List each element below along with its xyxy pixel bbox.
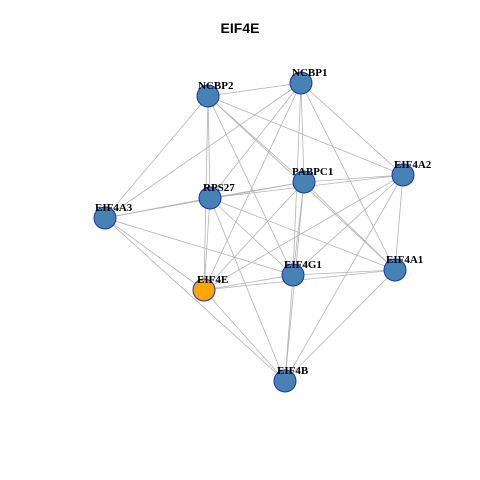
node-label: RPS27 (203, 182, 235, 194)
node-label: EIF4E (197, 274, 228, 286)
edge-ncbp1-eif4a1 (300, 82, 396, 271)
node-eif4a2: EIF4A2 (391, 159, 432, 187)
node-circle (383, 258, 407, 282)
node-rps27: RPS27 (198, 182, 235, 210)
node-label: EIF4A2 (394, 159, 432, 171)
edge-rps27-eif4b (209, 197, 286, 382)
node-eif4a1: EIF4A1 (383, 254, 423, 282)
node-circle (289, 71, 313, 95)
edges-layer (104, 82, 404, 382)
node-circle (192, 278, 216, 302)
edge-ncbp2-eif4a3 (104, 95, 209, 219)
node-circle (93, 206, 117, 230)
edge-eif4a1-eif4b (284, 269, 396, 382)
node-eif4a3: EIF4A3 (93, 202, 133, 230)
edge-ncbp2-pabpc1 (207, 95, 305, 183)
node-eif4b: EIF4B (273, 365, 309, 393)
edge-ncbp2-ncbp1 (207, 82, 302, 97)
edge-ncbp1-eif4a2 (300, 82, 404, 176)
edge-rps27-eif4a1 (209, 197, 396, 271)
node-label: PABPC1 (292, 166, 333, 178)
node-eif4e: EIF4E (192, 274, 228, 302)
node-label: EIF4A1 (386, 254, 423, 266)
edge-ncbp2-rps27 (207, 95, 211, 199)
node-label: EIF4B (277, 365, 309, 377)
node-label: EIF4G1 (284, 259, 322, 271)
edge-rps27-eif4g1 (209, 197, 294, 276)
node-circle (391, 163, 415, 187)
node-pabpc1: PABPC1 (292, 166, 333, 194)
edge-eif4g1-eif4a1 (292, 269, 396, 276)
edge-eif4a2-eif4a1 (394, 174, 404, 271)
edge-rps27-eif4e (203, 197, 211, 291)
node-label: NCBP1 (292, 67, 327, 79)
node-circle (196, 84, 220, 108)
edge-eif4a3-eif4e (104, 217, 205, 291)
node-ncbp2: NCBP2 (196, 80, 234, 108)
edge-pabpc1-eif4e (203, 181, 305, 291)
node-circle (198, 186, 222, 210)
edge-rps27-eif4a3 (104, 197, 211, 219)
edge-ncbp1-pabpc1 (300, 82, 305, 183)
edge-pabpc1-eif4a1 (303, 181, 396, 271)
edge-eif4a2-pabpc1 (303, 174, 404, 183)
edge-ncbp1-eif4a3 (104, 82, 302, 219)
node-circle (281, 263, 305, 287)
edge-ncbp2-eif4g1 (207, 95, 294, 276)
page-title: EIF4E (220, 20, 260, 36)
edge-eif4e-eif4g1 (203, 274, 294, 291)
node-circle (292, 170, 316, 194)
node-circle (273, 369, 297, 393)
edge-ncbp1-rps27 (209, 82, 302, 199)
node-label: EIF4A3 (95, 202, 133, 214)
edge-eif4e-eif4b (203, 289, 286, 382)
edge-eif4a2-eif4e (203, 174, 404, 291)
node-eif4g1: EIF4G1 (281, 259, 322, 287)
edge-eif4g1-eif4b (284, 274, 294, 382)
edge-eif4a3-eif4b (104, 217, 286, 382)
node-ncbp1: NCBP1 (289, 67, 327, 95)
edge-ncbp1-eif4e (203, 82, 302, 291)
edge-ncbp2-eif4a2 (207, 95, 404, 176)
node-label: NCBP2 (198, 80, 234, 92)
edge-eif4a2-eif4b (284, 174, 404, 382)
edge-eif4a3-eif4g1 (104, 217, 294, 276)
